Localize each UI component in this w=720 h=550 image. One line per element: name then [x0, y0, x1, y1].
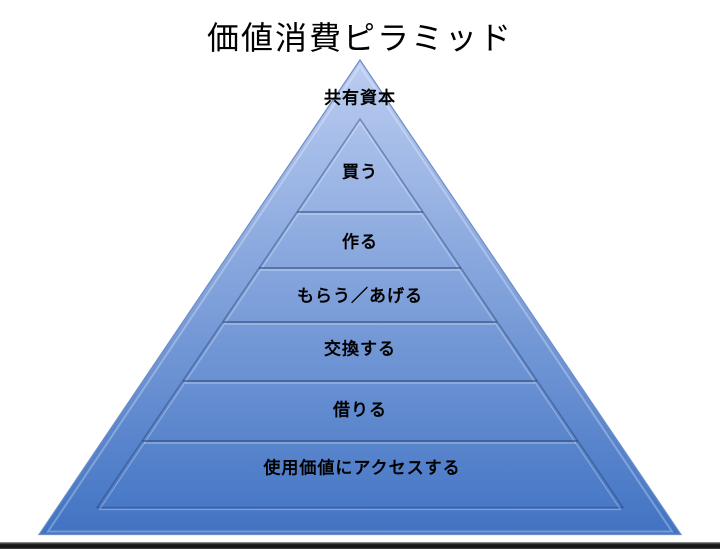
- pyramid-level-6-label: 借りる: [332, 400, 387, 420]
- level-labels: 共有資本 買う 作る もらう／あげる 交換する 借りる 使用価値にアクセスする: [262, 88, 460, 478]
- pyramid-level-2-label: 買う: [342, 163, 378, 182]
- pyramid-level-7-label: 使用価値にアクセスする: [262, 458, 460, 478]
- level-dividers: [142, 211, 578, 444]
- diagram-title: 価値消費ピラミッド: [206, 20, 513, 56]
- pyramid-body: [37, 58, 683, 536]
- pyramid-level-1-label: 共有資本: [324, 88, 396, 108]
- pyramid-inner-bevel-shadow: [95, 117, 625, 509]
- pyramid-edge-highlight: [46, 64, 674, 533]
- pyramid-inner-bevel-highlight: [98, 121, 622, 511]
- slide-bottom-border: [0, 542, 720, 549]
- pyramid-level-4-label: もらう／あげる: [297, 286, 423, 306]
- pyramid-level-5-label: 交換する: [324, 339, 396, 359]
- pyramid-level-3-label: 作る: [342, 232, 378, 252]
